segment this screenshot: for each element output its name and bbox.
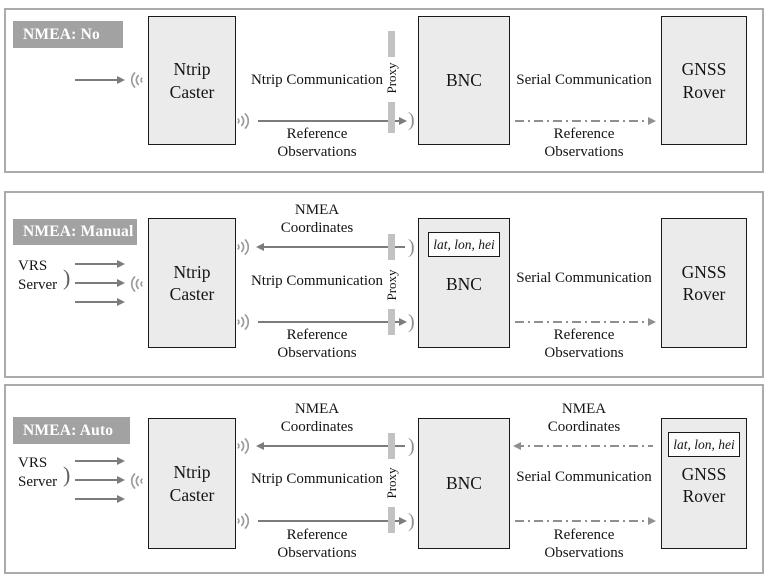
bnc-box: BNC — [418, 16, 510, 145]
ntrip-caster-box: Ntrip Caster — [148, 16, 236, 145]
serial-communication-label: Serial Communication — [516, 270, 652, 286]
vrs-paren-icon: ) — [63, 265, 71, 290]
reference-observations-arrow — [258, 516, 407, 525]
ntrip-caster-box: Ntrip Caster — [148, 218, 236, 348]
proxy-label: Proxy — [384, 467, 399, 499]
bnc-label: BNC — [446, 274, 482, 294]
nmea-coordinates-label: NMEA Coordinates — [280, 401, 354, 435]
reference-observations-arrow — [258, 116, 407, 125]
panel-title: NMEA: Auto — [13, 417, 130, 444]
gnss-rover-label: GNSS Rover — [681, 261, 727, 304]
serial-communication-label: Serial Communication — [516, 72, 652, 88]
vrs-feed-arrow — [75, 297, 125, 306]
proxy-bar-segment — [388, 102, 395, 133]
proxy-bar-segment — [388, 507, 395, 533]
serial-communication-label: Serial Communication — [516, 469, 652, 485]
gnss-rover-label: GNSS Rover — [681, 464, 727, 507]
proxy-bar-segment — [388, 31, 395, 57]
vrs-feed-arrow — [75, 475, 125, 484]
receiver-paren-icon: ) — [408, 311, 415, 333]
proxy-bar-segment — [388, 234, 395, 260]
ntrip-caster-label: Ntrip Caster — [169, 59, 215, 102]
reference-observations-label: Reference Observations — [277, 126, 357, 160]
bnc-label: BNC — [446, 473, 482, 494]
vrs-feed-arrow — [75, 259, 125, 268]
reference-observations-label: Reference Observations — [544, 327, 624, 361]
proxy-label: Proxy — [384, 62, 399, 94]
vrs-feed-arrow — [75, 456, 125, 465]
serial-reference-observations-arrow — [515, 516, 656, 525]
signal-waves-icon — [130, 276, 143, 292]
signal-waves-icon — [237, 239, 250, 255]
reference-observations-arrow — [258, 317, 407, 326]
panel-title: NMEA: No — [13, 21, 123, 48]
reference-observations-label: Reference Observations — [277, 327, 357, 361]
receiver-paren-icon: ) — [408, 435, 415, 457]
reference-observations-label: Reference Observations — [544, 126, 624, 160]
ntrip-caster-box: Ntrip Caster — [148, 418, 236, 549]
ntrip-caster-label: Ntrip Caster — [169, 261, 215, 304]
bnc-box: BNC — [418, 418, 510, 549]
ntrip-communication-label: Ntrip Communication — [250, 471, 384, 487]
nmea-coordinates-arrow — [256, 441, 405, 450]
gnss-rover-box: lat, lon, hei GNSS Rover — [661, 418, 747, 549]
nmea-coordinates-label: NMEA Coordinates — [280, 202, 354, 236]
receiver-paren-icon: ) — [408, 109, 415, 131]
proxy-bar-segment — [388, 433, 395, 459]
panel-nmea-manual: NMEA: Manual VRS Server ) Ntrip Caster N… — [4, 191, 764, 378]
vrs-server-label: VRS Server — [18, 258, 58, 293]
receiver-paren-icon: ) — [408, 236, 415, 258]
reference-observations-label: Reference Observations — [544, 527, 624, 561]
coordinates-chip: lat, lon, hei — [428, 232, 500, 257]
bnc-box: lat, lon, hei BNC — [418, 218, 510, 348]
coordinates-chip: lat, lon, hei — [668, 432, 740, 457]
proxy-label: Proxy — [384, 269, 399, 301]
reference-observations-label: Reference Observations — [277, 527, 357, 561]
gnss-rover-label: GNSS Rover — [681, 59, 727, 102]
receiver-paren-icon: ) — [408, 510, 415, 532]
ntrip-communication-label: Ntrip Communication — [250, 72, 384, 88]
vrs-feed-arrow — [75, 494, 125, 503]
signal-waves-icon — [237, 314, 250, 330]
vrs-feed-arrow — [75, 278, 125, 287]
ntrip-caster-label: Ntrip Caster — [169, 462, 215, 505]
caster-input-arrow — [75, 75, 125, 84]
signal-waves-icon — [130, 473, 143, 489]
serial-reference-observations-arrow — [515, 116, 656, 125]
proxy-bar-segment — [388, 309, 395, 335]
nmea-coordinates-arrow — [256, 242, 405, 251]
ntrip-communication-label: Ntrip Communication — [250, 273, 384, 289]
vrs-server-label: VRS Server — [18, 455, 58, 490]
signal-waves-icon — [237, 513, 250, 529]
bnc-label: BNC — [446, 70, 482, 91]
signal-waves-icon — [237, 113, 250, 129]
panel-title: NMEA: Manual — [13, 219, 137, 245]
panel-nmea-auto: NMEA: Auto VRS Server ) Ntrip Caster NME… — [4, 384, 764, 574]
nmea-coordinates-label: NMEA Coordinates — [547, 401, 621, 435]
gnss-rover-box: GNSS Rover — [661, 16, 747, 145]
serial-reference-observations-arrow — [515, 317, 656, 326]
signal-waves-icon — [237, 438, 250, 454]
serial-nmea-coordinates-arrow — [513, 441, 653, 450]
gnss-rover-box: GNSS Rover — [661, 218, 747, 348]
panel-nmea-no: NMEA: No Ntrip Caster Ntrip Communicatio… — [4, 8, 764, 173]
vrs-paren-icon: ) — [63, 462, 71, 487]
signal-waves-icon — [130, 72, 143, 88]
